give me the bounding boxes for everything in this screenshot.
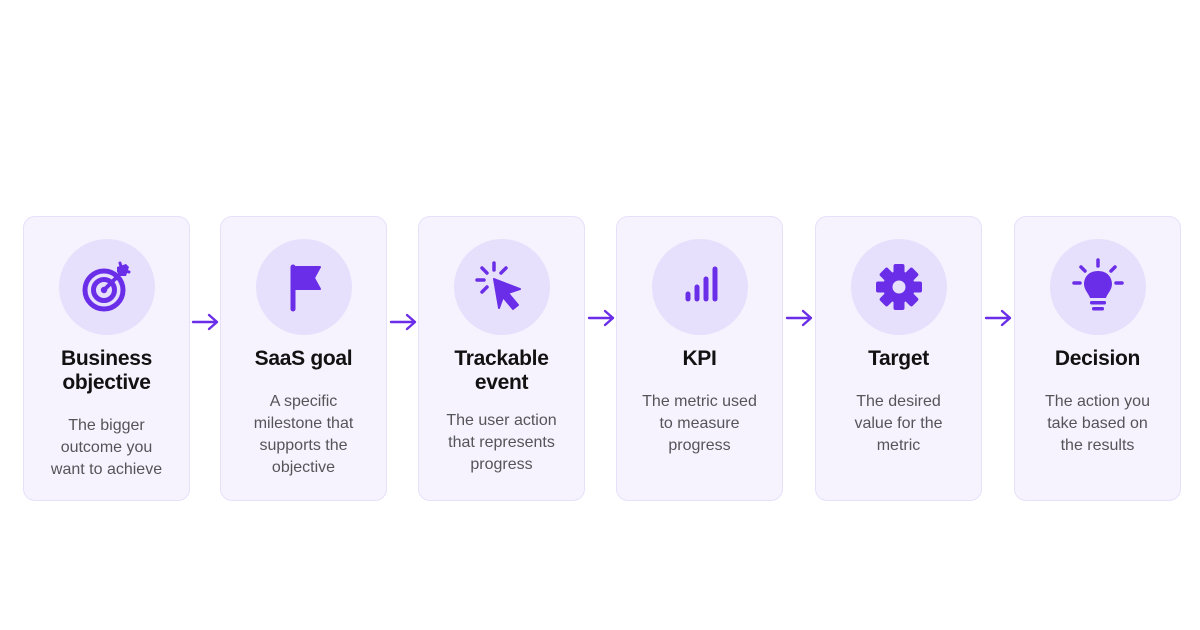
step-title: Target: [868, 347, 929, 370]
step-title: KPI: [682, 347, 717, 370]
cursor-click-icon: [474, 261, 521, 310]
step-card-decision: Decision The action you take based on th…: [1014, 216, 1181, 501]
step-title: Decision: [1054, 347, 1141, 370]
arrow-right-icon: [587, 308, 617, 328]
gear-icon: [875, 264, 922, 310]
arrow-right-icon: [785, 308, 815, 328]
arrow-right-icon: [984, 308, 1014, 328]
target-icon: [82, 261, 130, 312]
step-description: The user action that represents progress: [446, 412, 557, 473]
bar-chart-icon: [685, 266, 717, 302]
icon-badge: [58, 239, 155, 335]
step-card-business-objective: Business objective The bigger outcome yo…: [23, 216, 190, 501]
step-description: The desired value for the metric: [854, 393, 943, 454]
icon-badge: [255, 239, 352, 335]
step-title: Trackable event: [454, 347, 549, 394]
step-description: A specific milestone that supports the o…: [253, 393, 354, 476]
icon-badge: [453, 239, 550, 335]
step-card-saas-goal: SaaS goal A specific milestone that supp…: [220, 216, 387, 501]
icon-badge: [651, 239, 748, 335]
step-card-target: Target The desired value for the metric: [815, 216, 982, 501]
step-card-kpi: KPI The metric used to measure progress: [616, 216, 783, 501]
step-title: SaaS goal: [254, 347, 353, 370]
arrow-right-icon: [191, 312, 221, 332]
step-description: The action you take based on the results: [1045, 393, 1150, 454]
icon-badge: [1049, 239, 1146, 335]
arrow-right-icon: [389, 312, 419, 332]
step-description: The metric used to measure progress: [642, 393, 757, 454]
step-title: Business objective: [61, 347, 152, 394]
icon-badge: [850, 239, 947, 335]
step-card-trackable-event: Trackable event The user action that rep…: [418, 216, 585, 501]
lightbulb-icon: [1071, 258, 1124, 311]
step-description: The bigger outcome you want to achieve: [50, 417, 163, 478]
flag-icon: [290, 264, 321, 312]
